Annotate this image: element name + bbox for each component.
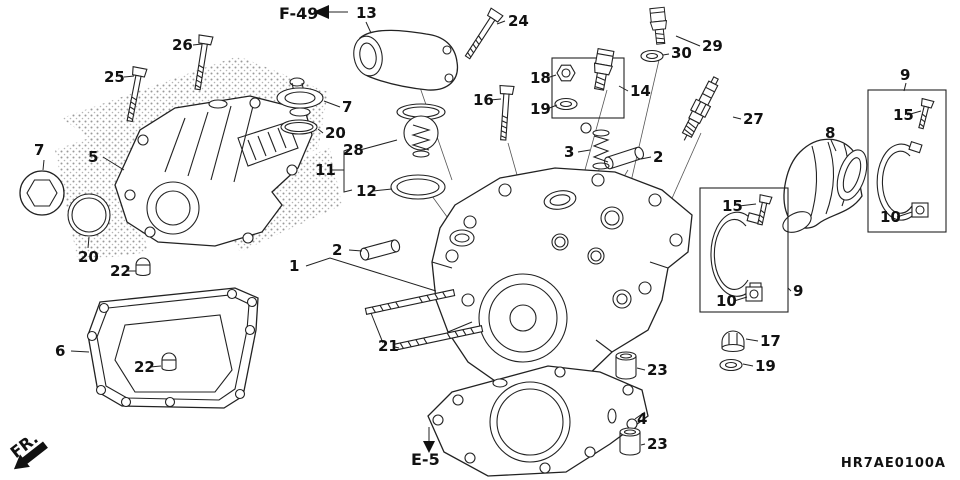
sealing-washer-19a — [554, 97, 578, 111]
sensor-group-box — [551, 47, 625, 119]
callout-29: 29 — [702, 37, 723, 55]
callout-3: 3 — [564, 143, 574, 161]
callout-2a: 2 — [653, 148, 663, 166]
dowel-sleeve-b — [619, 427, 641, 456]
rubber-cap-a — [135, 257, 151, 277]
rubber-cap-b — [161, 352, 177, 372]
callout-8: 8 — [825, 124, 835, 142]
intake-boot — [782, 138, 868, 233]
plate-o-ring — [280, 119, 318, 135]
breather-plate — [276, 77, 324, 117]
callout-4: 4 — [637, 410, 647, 428]
dowel-pin-b — [358, 238, 402, 262]
head-bolt-16 — [495, 84, 515, 141]
callout-14: 14 — [630, 82, 651, 100]
callout-10b: 10 — [716, 292, 737, 310]
figure-ref-arrow-e5 — [423, 427, 435, 453]
callout-30: 30 — [671, 44, 692, 62]
temp-sensor-14 — [589, 47, 616, 92]
cover-gasket — [86, 287, 259, 409]
cylinder-head — [431, 167, 693, 393]
callout-1: 1 — [289, 257, 299, 275]
callout-26: 26 — [172, 36, 193, 54]
front-label: FR. — [7, 429, 42, 462]
callout-22a: 22 — [110, 262, 131, 280]
callout-18: 18 — [530, 69, 551, 87]
callout-7a: 7 — [34, 141, 44, 159]
clamp-nut-a — [911, 202, 929, 218]
washer-19b — [719, 358, 743, 372]
callout-19a: 19 — [530, 100, 551, 118]
sensor-29 — [648, 6, 670, 46]
callout-24: 24 — [508, 12, 529, 30]
thermostat — [396, 103, 446, 158]
head-gasket — [427, 365, 649, 477]
tappet-cap — [19, 170, 65, 216]
callout-7b: 7 — [342, 98, 352, 116]
callout-27: 27 — [743, 110, 764, 128]
dowel-sleeve-a — [615, 351, 637, 380]
callout-2b: 2 — [332, 241, 342, 259]
callout-16: 16 — [473, 91, 494, 109]
callout-23a: 23 — [647, 361, 668, 379]
callout-21: 21 — [378, 337, 399, 355]
figure-ref-arrow-f49 — [313, 5, 348, 19]
cap-o-ring — [67, 193, 111, 237]
clamp-band-box-b — [699, 187, 789, 313]
cap-nut — [721, 330, 745, 353]
diagram-code: HR7AE0100A — [841, 456, 946, 471]
callout-9b: 9 — [793, 282, 803, 300]
callout-17: 17 — [760, 332, 781, 350]
callout-20a: 20 — [78, 248, 99, 266]
flange-nut-18 — [556, 64, 576, 82]
callout-15b: 15 — [722, 197, 743, 215]
sensor-washer-30 — [640, 49, 664, 63]
valve-spring-set — [580, 122, 610, 170]
clamp-band-box-a — [867, 89, 947, 233]
callout-25: 25 — [104, 68, 125, 86]
callout-6: 6 — [55, 342, 65, 360]
thermostat-cover-bolt — [461, 7, 504, 62]
thermostat-o-ring — [390, 174, 446, 200]
callout-5: 5 — [88, 148, 98, 166]
callout-9a: 9 — [900, 66, 910, 84]
figure-ref-bottom[interactable]: E-5 — [411, 450, 440, 469]
front-direction-arrow: FR. — [7, 429, 48, 470]
figure-ref-top[interactable]: F-49 — [279, 4, 318, 23]
clamp-nut-b — [745, 286, 763, 302]
stud-bolts — [364, 289, 484, 351]
thermostat-cover — [353, 29, 459, 91]
callout-22b: 22 — [134, 358, 155, 376]
spark-plug — [681, 76, 719, 141]
callout-20b: 20 — [325, 124, 346, 142]
callout-10a: 10 — [880, 208, 901, 226]
callout-15a: 15 — [893, 106, 914, 124]
clamp-screw-a — [914, 97, 935, 131]
callout-13: 13 — [356, 4, 377, 22]
callout-labels: 26 25 7 5 20 22 6 22 13 24 7 20 28 11 12… — [34, 4, 914, 453]
callout-28: 28 — [343, 141, 364, 159]
callout-leader-lines — [42, 20, 922, 446]
callout-23b: 23 — [647, 435, 668, 453]
callout-12: 12 — [356, 182, 377, 200]
callout-11: 11 — [315, 161, 336, 179]
callout-19b: 19 — [755, 357, 776, 375]
